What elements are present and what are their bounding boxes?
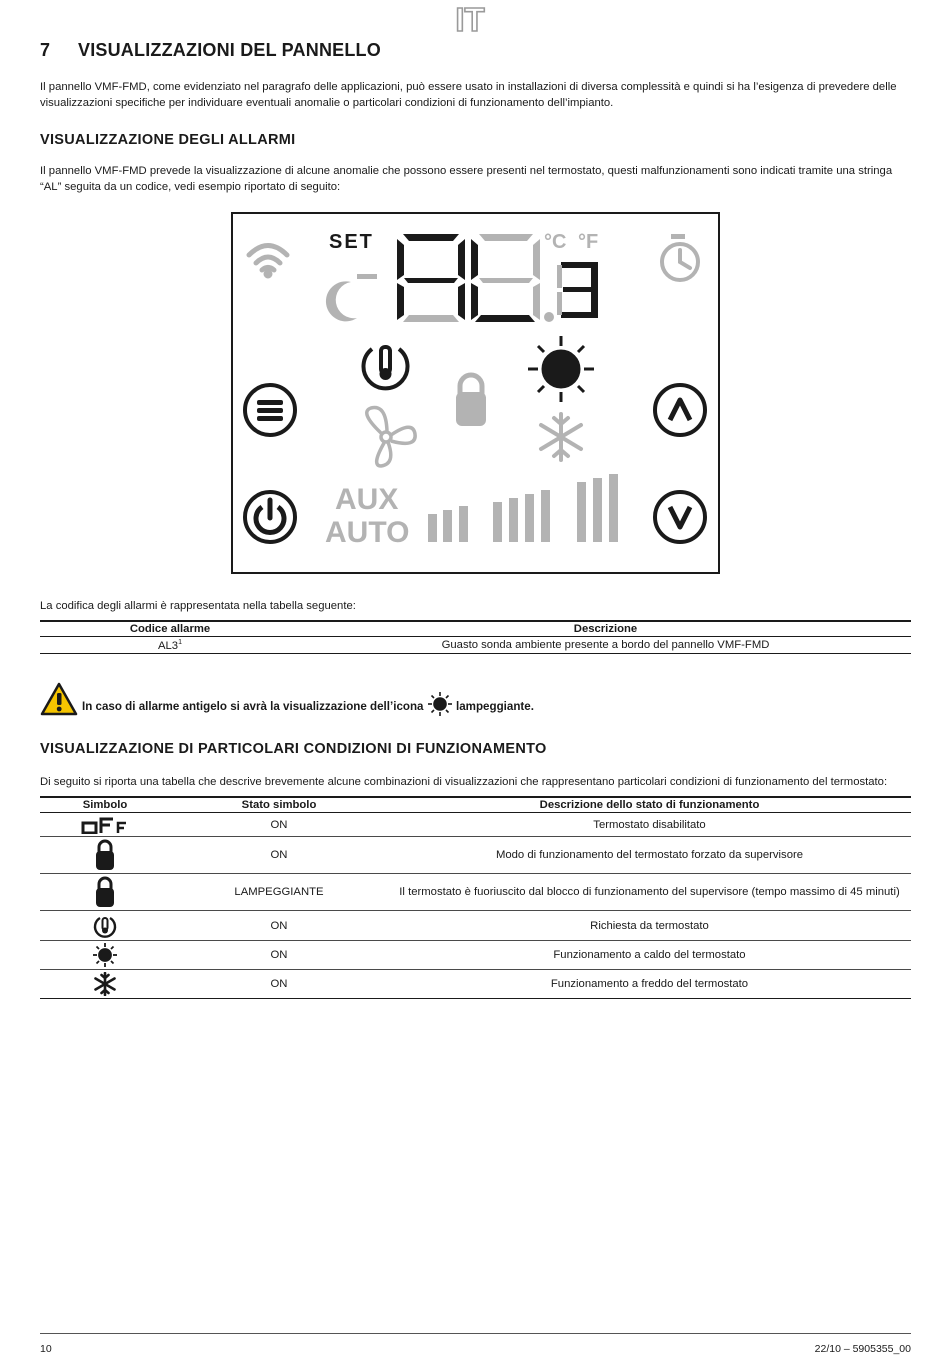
unit-fahrenheit: °F [578,231,598,253]
table-row: ON Modo di funzionamento del termostato … [40,836,911,874]
state-cell: ON [170,836,388,874]
table-row: AL31 Guasto sonda ambiente presente a bo… [40,636,911,654]
alarm-footnote: 1 [178,638,182,646]
alarm-description: Guasto sonda ambiente presente a bordo d… [300,636,911,654]
alarm-col-code: Codice allarme [40,620,300,637]
up-button-icon [653,383,707,437]
section-heading: 7 VISUALIZZAZIONI DEL PANNELLO [40,40,381,61]
language-tag-it: IT [455,2,486,36]
warning-text: In caso di allarme antigelo si avrà la v… [82,692,534,716]
table-row: ON Termostato disabilitato [40,812,911,837]
description-cell: Funzionamento a freddo del termostato [388,969,911,999]
description-cell: Il termostato è fuoriuscito dal blocco d… [388,873,911,911]
col-symbol: Simbolo [40,796,170,813]
col-description: Descrizione dello stato di funzionamento [388,796,911,813]
sun-icon [93,943,117,967]
page-number: 10 [40,1343,52,1355]
alarms-intro: Il pannello VMF-FMD prevede la visualizz… [40,165,893,193]
conditions-table: Simbolo Stato simbolo Descrizione dello … [40,796,911,999]
aux-label: AUX [335,483,398,516]
snowflake-icon [94,972,116,996]
state-cell: ON [170,910,388,941]
sun-icon [427,692,452,716]
symbol-cell [40,969,170,999]
symbol-cell [40,836,170,874]
col-state: Stato simbolo [170,796,388,813]
section-intro: Il pannello VMF-FMD, come evidenziato ne… [40,81,897,109]
table-row: ON Richiesta da termostato [40,910,911,941]
description-cell: Funzionamento a caldo del termostato [388,940,911,970]
state-cell: ON [170,940,388,970]
description-cell: Modo di funzionamento del termostato for… [388,836,911,874]
digit-3 [557,262,598,318]
warning-text-before: In caso di allarme antigelo si avrà la v… [82,700,424,713]
table-row: LAMPEGGIANTE Il termostato è fuoriuscito… [40,873,911,911]
symbol-cell [40,910,170,941]
down-button-icon [653,490,707,544]
symbol-cell [40,940,170,970]
section-number: 7 [40,40,51,60]
panel-display-illustration: SET °C °F [231,212,720,574]
thermostat-request-icon [93,916,117,938]
alarm-code: AL31 [40,636,300,654]
auto-label: AUTO [325,516,409,549]
document-code: 22/10 – 5905355_00 [814,1343,911,1355]
table-row: ON Funzionamento a caldo del termostato [40,940,911,970]
fan-speed-bars [428,474,618,542]
thermostat-request-icon [361,345,410,391]
power-button-icon [243,490,297,544]
symbol-cell [40,812,170,837]
minus-segment [357,274,377,279]
section-title: VISUALIZZAZIONI DEL PANNELLO [78,40,381,60]
off-icon [81,817,126,834]
alarm-table-intro: La codifica degli allarmi è rappresentat… [40,600,356,612]
conditions-intro: Di seguito si riporta una tabella che de… [40,776,888,788]
warning-text-after: lampeggiante. [455,700,534,713]
menu-button-icon [243,383,297,437]
digit-l [471,234,540,322]
language-tag-text: IT [455,2,484,36]
table-row: ON Funzionamento a freddo del termostato [40,969,911,999]
timer-icon [660,234,700,282]
state-cell: ON [170,812,388,837]
alarms-heading: VISUALIZZAZIONE DEGLI ALLARMI [40,132,296,148]
lock-icon [456,372,486,426]
lock-icon [96,876,114,907]
alarm-table: Codice allarme Descrizione AL31 Guasto s… [40,620,911,654]
state-cell: LAMPEGGIANTE [170,873,388,911]
description-cell: Richiesta da termostato [388,910,911,941]
moon-icon [325,281,357,322]
alarm-col-description: Descrizione [300,620,911,637]
sun-icon [528,336,594,402]
warning-icon [40,682,78,716]
digit-a [397,234,465,320]
state-cell: ON [170,969,388,999]
decimal-point [544,312,554,322]
conditions-heading: VISUALIZZAZIONE DI PARTICOLARI CONDIZION… [40,741,547,757]
footer-divider [40,1333,911,1334]
fan-icon [365,405,417,468]
set-label: SET [329,231,374,253]
snowflake-icon [539,412,583,462]
lock-icon [96,839,114,870]
wifi-icon [246,243,290,279]
unit-celsius: °C [544,231,566,253]
symbol-cell [40,873,170,911]
description-cell: Termostato disabilitato [388,812,911,837]
